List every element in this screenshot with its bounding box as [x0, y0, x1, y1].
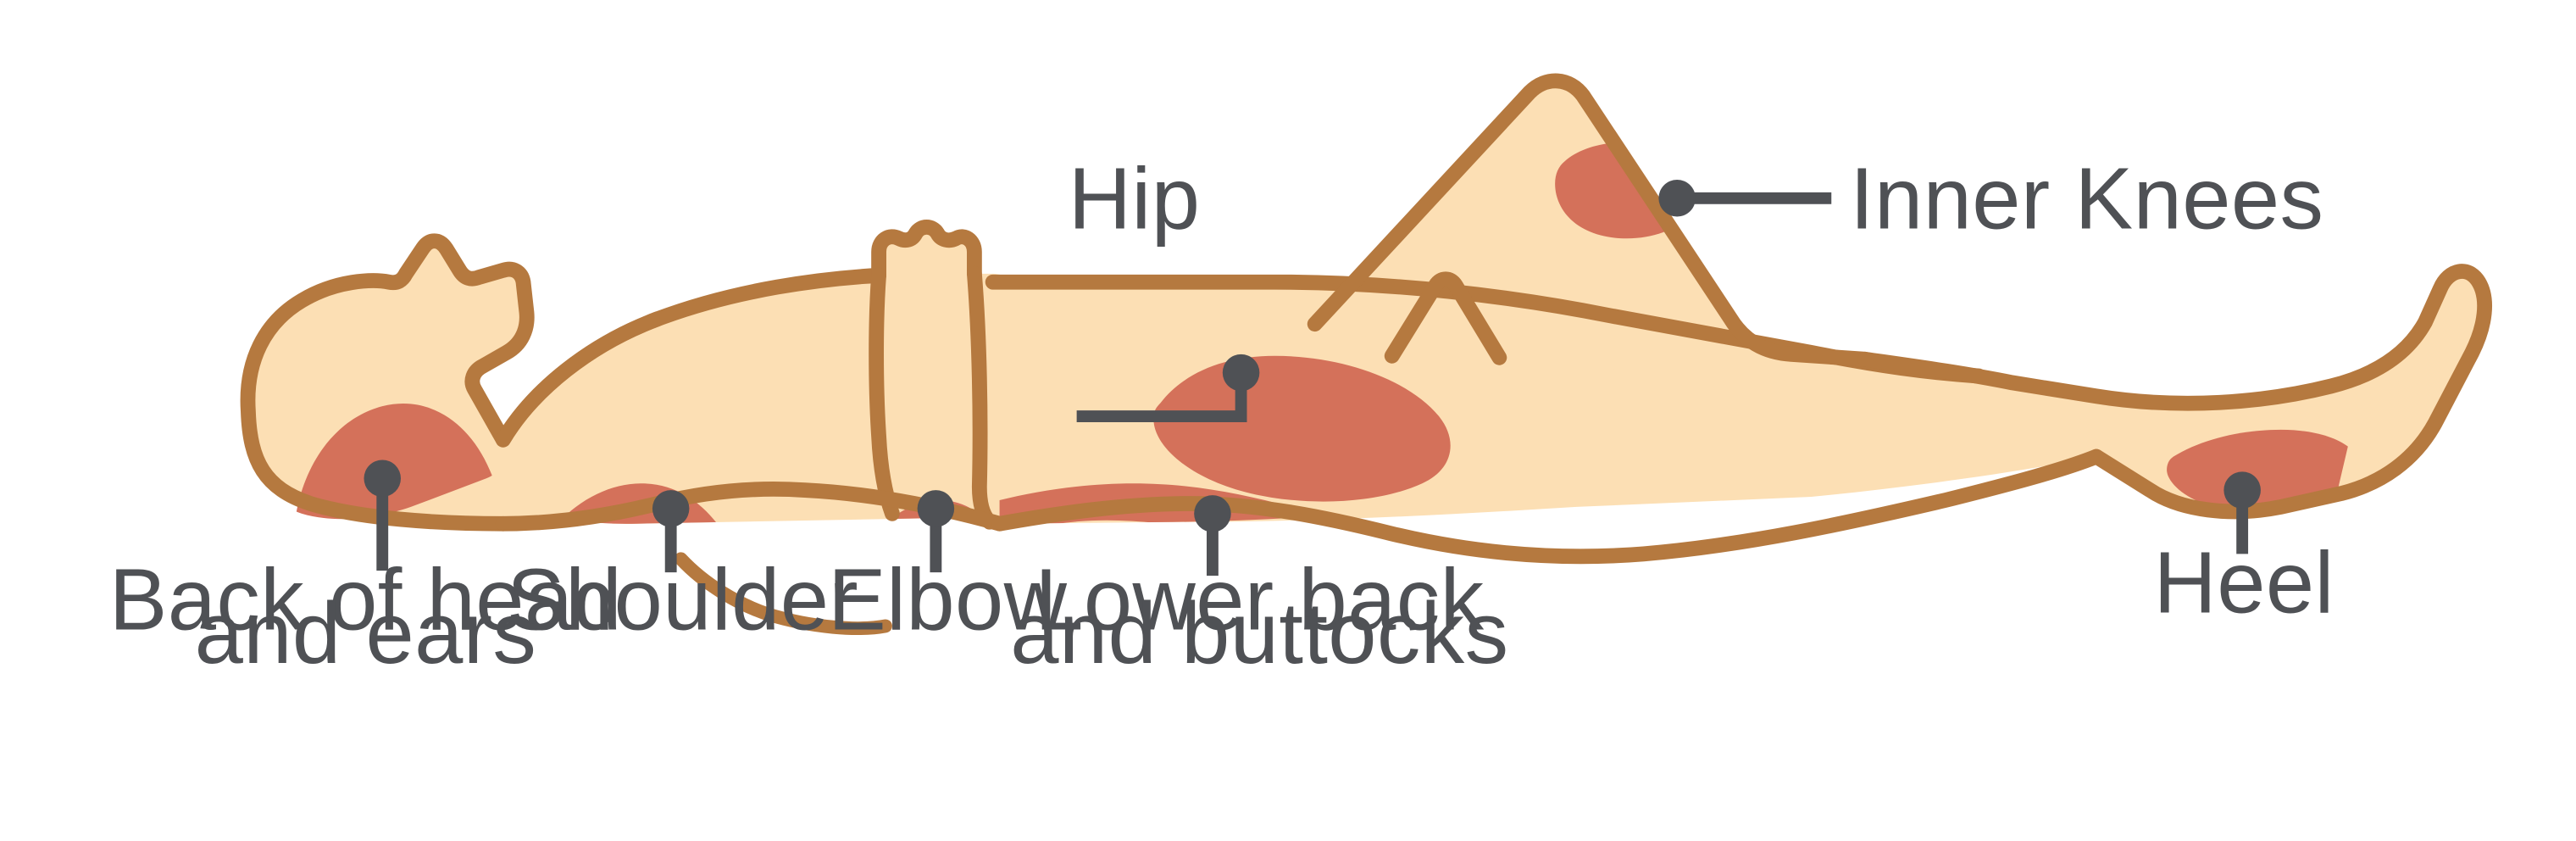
knee-gap-outline: [1384, 271, 1507, 365]
forearm-outline: [869, 267, 900, 521]
lower-leg-foot-outline: [1857, 264, 2493, 520]
marker-back-of-head: [364, 459, 402, 498]
torso-bottom-outline: [495, 482, 1008, 532]
label-inner-knees: Inner Knees: [1850, 149, 2323, 247]
arm-right-edge: [966, 265, 997, 530]
marker-elbow: [917, 490, 955, 527]
label-back-of-head-line1: Back of head: [109, 550, 622, 648]
diagram-labels: Back of head and ears Shoulder Elbow Low…: [109, 149, 2334, 682]
torso-shape: [502, 226, 1013, 524]
label-shoulder: Shoulder: [507, 550, 858, 648]
marker-hip: [1222, 354, 1260, 392]
label-back-of-head-line2: and ears: [195, 584, 537, 682]
marker-heel: [2223, 471, 2261, 509]
torso-top-outline: [495, 267, 886, 448]
pressure-area-heel: [2167, 429, 2348, 512]
label-heel: Heel: [2154, 534, 2334, 632]
marker-inner-knees: [1658, 179, 1696, 217]
marker-lower-back: [1194, 495, 1231, 532]
label-hip: Hip: [1069, 149, 1201, 247]
label-elbow: Elbow: [828, 550, 1068, 648]
head-outline: [240, 233, 665, 532]
label-lower-back-line1: Lower back: [1035, 550, 1484, 648]
arm-crease-line: [674, 552, 892, 635]
bent-upper-leg-outline: [1307, 73, 1873, 367]
marker-shoulder: [652, 490, 690, 527]
fist-outline: [871, 220, 982, 283]
label-lower-back-line2: and buttocks: [1010, 584, 1508, 682]
body-outlines: [240, 73, 2493, 635]
lower-body-bottom-outline: [991, 448, 2104, 565]
pressure-area-hip: [1153, 355, 1451, 502]
leader-lines: [364, 179, 2261, 576]
